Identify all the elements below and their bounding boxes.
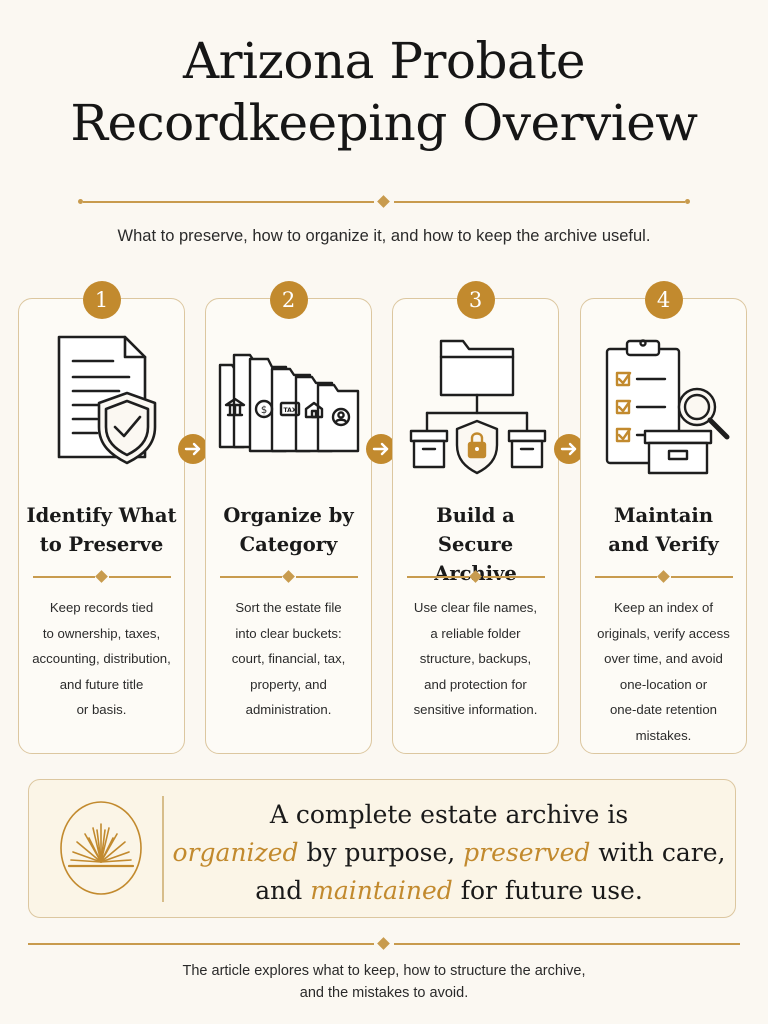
step-number-badge: 2 [269,281,308,319]
summary-divider [162,796,164,902]
document-shield-icon [27,329,177,479]
card-divider [595,570,733,583]
title-line-1: Arizona Probate [183,32,586,90]
svg-text:$: $ [261,405,267,416]
summary-box: A complete estate archive is organized b… [28,779,736,918]
step-title: Identify What to Preserve [26,504,177,556]
subtitle: What to preserve, how to organize it, an… [117,227,651,245]
title-line-2: Recordkeeping Overview [70,94,698,152]
step-title: Organize by Category [223,504,354,556]
step-description: Keep an index of originals, verify acces… [597,600,730,743]
step-description: Sort the estate file into clear buckets:… [231,600,346,717]
title-divider [78,195,690,208]
footer-note: The article explores what to keep, how t… [182,963,586,1001]
page-title: Arizona Probate Recordkeeping Overview [0,30,768,154]
step-number-badge: 1 [82,281,121,319]
step-card-2: 2 $ TAX Organize by Category [205,281,372,754]
archive-lock-icon [401,329,551,479]
tax-folder-label: TAX [284,407,297,414]
arrow-right-icon [178,434,208,464]
step-description: Keep records tied to ownership, taxes, a… [32,600,171,717]
step-number-badge: 4 [644,281,683,319]
arrow-right-icon [554,434,584,464]
step-number-badge: 3 [456,281,495,319]
checklist-magnifier-icon [589,329,739,479]
step-card-4: 4 Maintain and Verify Keep an index o [580,281,747,754]
sunburst-emblem-icon [59,800,143,896]
card-divider [33,570,171,583]
step-description: Use clear file names, a reliable folder … [413,600,538,717]
arrow-right-icon [366,434,396,464]
summary-quote: A complete estate archive is organized b… [172,800,726,905]
step-title: Maintain and Verify [608,504,719,556]
step-title: Build a Secure Archive [434,504,517,585]
card-divider [220,570,358,583]
step-card-1: 1 Identify What to Preserve Keep records… [18,281,185,754]
footer-divider [28,937,740,950]
folders-icon: $ TAX [214,329,364,479]
step-card-3: 3 Build a Secure Archive Use c [392,281,559,754]
card-divider [407,570,545,583]
